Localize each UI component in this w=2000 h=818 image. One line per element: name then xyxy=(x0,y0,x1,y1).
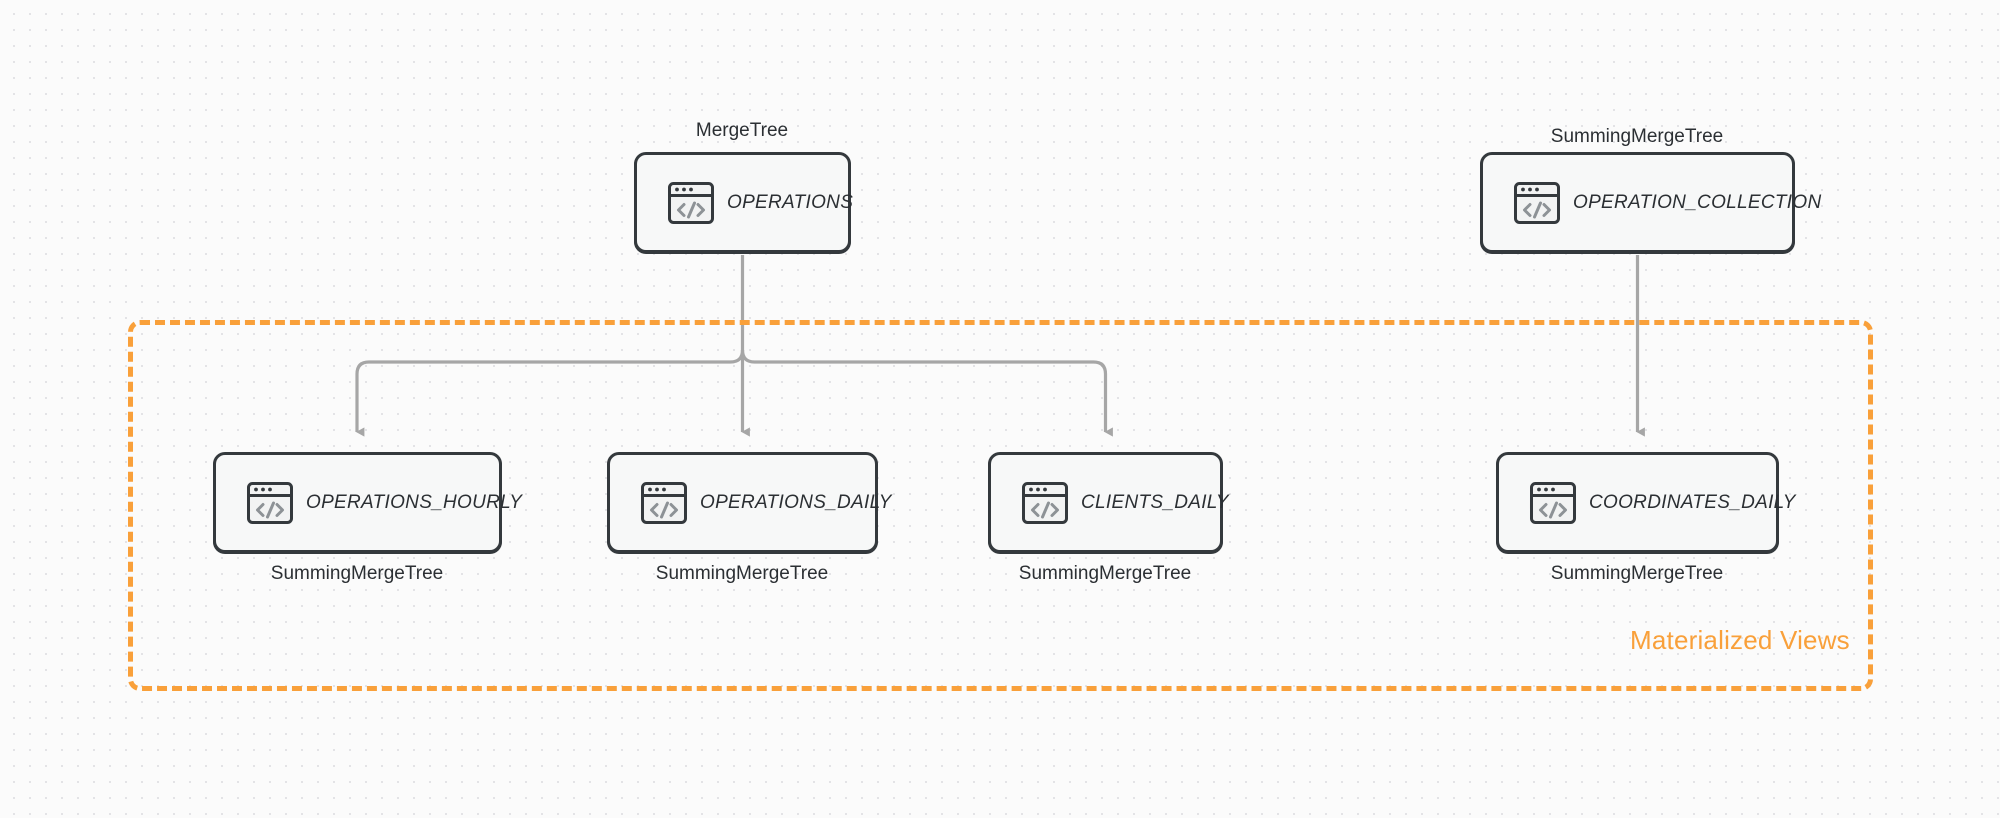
code-window-icon xyxy=(1527,477,1579,529)
code-window-icon xyxy=(1019,477,1071,529)
node-coordinates-daily[interactable]: COORDINATES_DAILY xyxy=(1496,452,1795,553)
node-operations-daily-engine-caption: SummingMergeTree xyxy=(655,563,829,584)
node-operation-collection[interactable]: OPERATION_COLLECTION xyxy=(1480,152,1821,253)
materialized-views-group-label: Materialized Views xyxy=(1630,625,1850,655)
materialized-views-group[interactable] xyxy=(128,320,1873,691)
node-operations-title: OPERATIONS xyxy=(727,191,854,213)
node-operations-daily[interactable]: OPERATIONS_DAILY xyxy=(607,452,891,553)
code-window-icon xyxy=(638,477,690,529)
node-operations-hourly-title: OPERATIONS_HOURLY xyxy=(306,491,523,513)
code-window-icon xyxy=(1511,177,1563,229)
node-operations-hourly[interactable]: OPERATIONS_HOURLY xyxy=(213,452,522,553)
node-operations[interactable]: OPERATIONS xyxy=(634,152,853,253)
node-coordinates-daily-title: COORDINATES_DAILY xyxy=(1589,491,1796,513)
node-coordinates-daily-engine-caption: SummingMergeTree xyxy=(1550,563,1724,584)
node-clients-daily-title: CLIENTS_DAILY xyxy=(1081,491,1229,513)
node-operations-engine-caption: MergeTree xyxy=(695,120,789,141)
node-operations-daily-title: OPERATIONS_DAILY xyxy=(700,491,892,513)
code-window-icon xyxy=(244,477,296,529)
code-window-icon xyxy=(665,177,717,229)
node-operations-hourly-engine-caption: SummingMergeTree xyxy=(270,563,444,584)
node-operation-collection-engine-caption: SummingMergeTree xyxy=(1550,126,1724,147)
node-operation-collection-title: OPERATION_COLLECTION xyxy=(1573,191,1822,213)
node-clients-daily-engine-caption: SummingMergeTree xyxy=(1018,563,1192,584)
node-clients-daily[interactable]: CLIENTS_DAILY xyxy=(988,452,1229,553)
